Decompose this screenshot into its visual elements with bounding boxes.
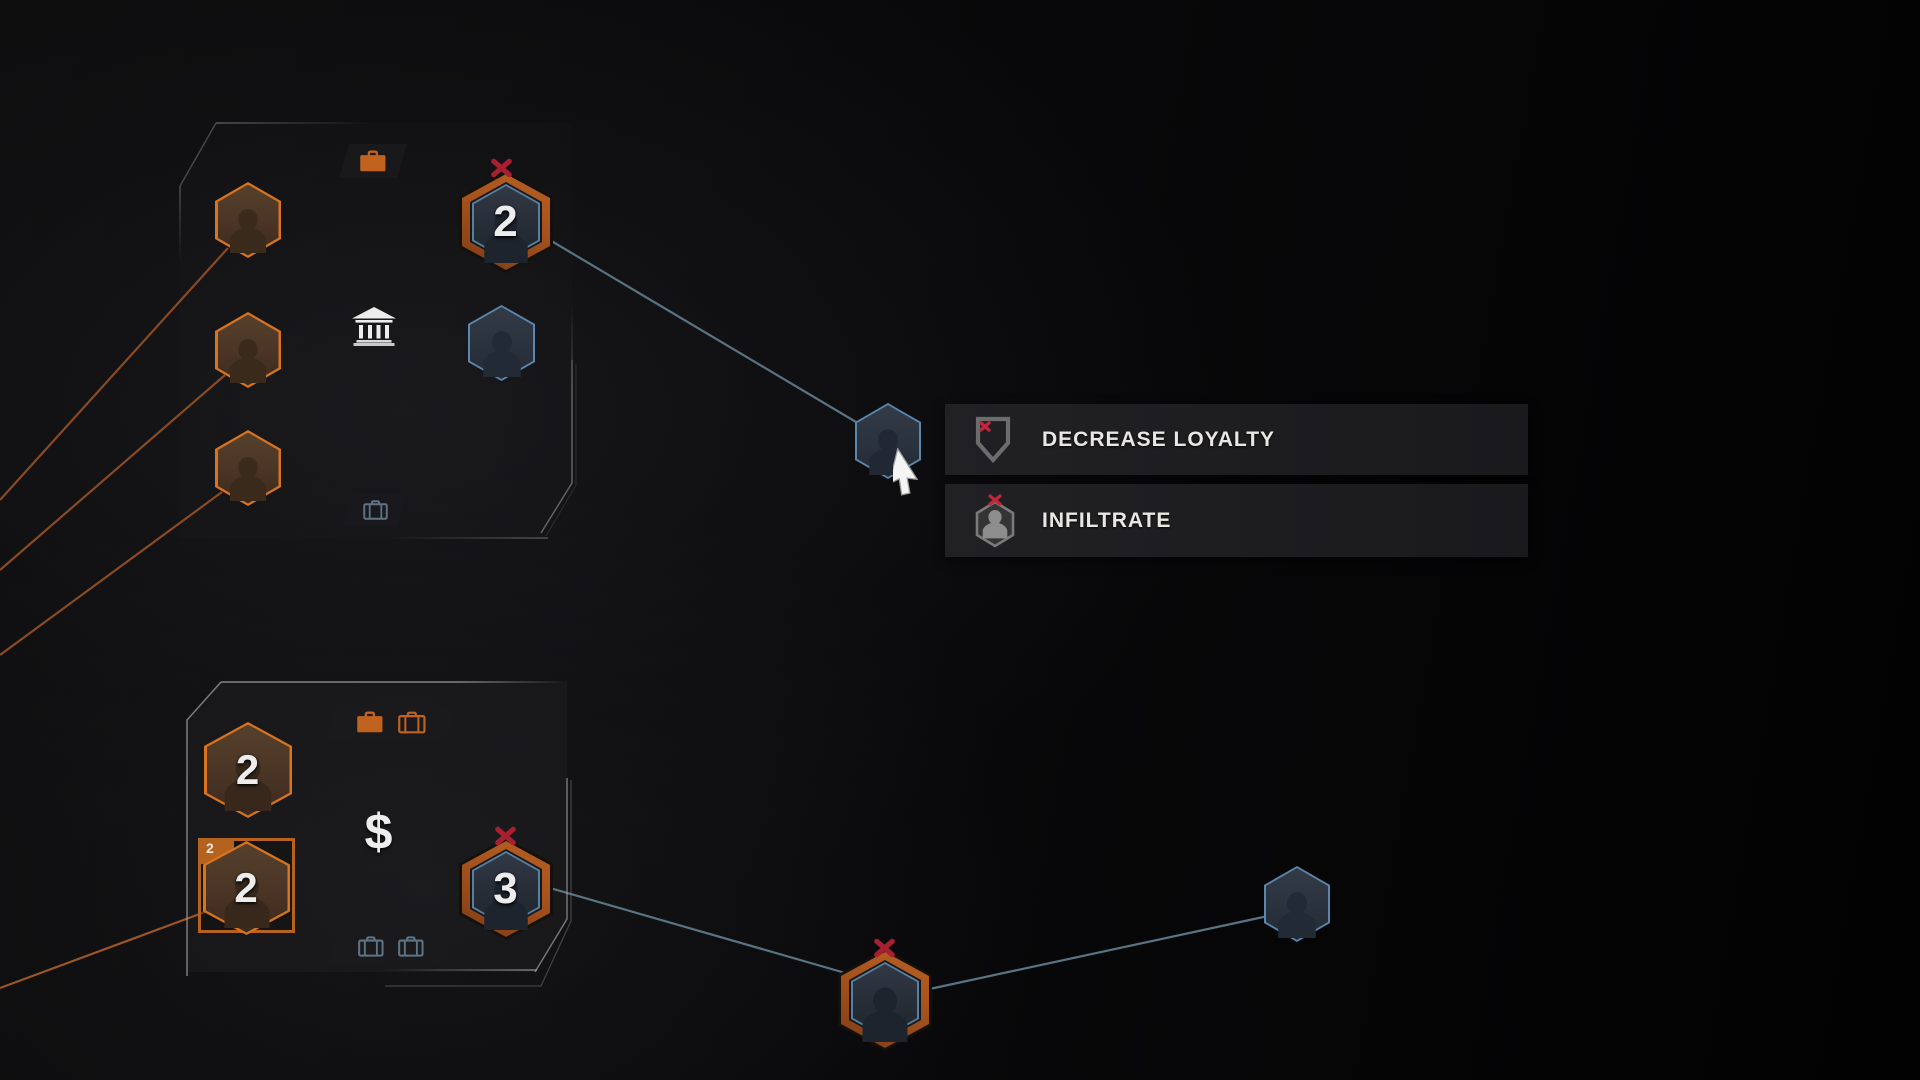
defense-value: 3 — [493, 864, 519, 913]
person-silhouette-icon — [224, 873, 269, 928]
cell-value: 2 — [235, 746, 261, 793]
shield-x-icon — [975, 416, 1011, 463]
item-slot-row-bottom[interactable] — [327, 930, 455, 962]
person-silhouette-icon — [862, 987, 908, 1042]
person-silhouette-icon — [482, 330, 521, 377]
person-silhouette-icon — [484, 210, 528, 263]
flag-x-icon — [874, 938, 895, 958]
person-silhouette-icon — [1278, 891, 1316, 938]
contact-node-right[interactable] — [1264, 866, 1330, 942]
item-slot-briefcase[interactable] — [339, 144, 407, 178]
person-silhouette-icon — [230, 209, 266, 253]
briefcase-outline-icon — [362, 500, 388, 520]
agent-hex-x-icon — [975, 493, 1015, 548]
briefcase-icon — [360, 150, 386, 171]
flag-x-icon — [495, 826, 516, 846]
defense-node-top[interactable]: 2 — [459, 171, 553, 273]
top-group-outline — [179, 122, 577, 539]
briefcase-outline-icon — [398, 935, 424, 957]
bank-icon[interactable] — [351, 306, 397, 346]
cell-value: 2 — [234, 864, 259, 911]
briefcase-outline-icon — [398, 711, 426, 733]
menu-item-decrease-loyalty[interactable]: DECREASE LOYALTY — [945, 404, 1528, 475]
menu-item-label: DECREASE LOYALTY — [1042, 427, 1276, 451]
flag-x-icon — [491, 158, 512, 178]
person-silhouette-icon — [230, 457, 266, 501]
contact-node-flagged[interactable] — [838, 949, 932, 1051]
menu-item-infiltrate[interactable]: INFILTRATE — [945, 484, 1528, 557]
person-silhouette-icon — [230, 339, 266, 383]
contact-node-top[interactable] — [468, 305, 535, 381]
money-icon: $ — [364, 804, 394, 860]
menu-item-label: INFILTRATE — [1042, 508, 1172, 532]
person-silhouette-icon — [224, 754, 272, 811]
cell-node-selected[interactable]: 2 — [203, 841, 290, 935]
agent-node-1[interactable] — [215, 182, 281, 258]
orange-connection-lines — [0, 247, 229, 990]
agent-node-2[interactable] — [215, 312, 281, 388]
defense-value: 2 — [493, 197, 519, 246]
item-slot-row-top[interactable] — [325, 706, 457, 738]
cell-node-top[interactable]: 2 — [204, 722, 292, 818]
contact-node-hovered[interactable] — [855, 403, 921, 479]
mouse-cursor — [893, 448, 919, 496]
agent-node-3[interactable] — [215, 430, 281, 506]
blue-connection-lines — [542, 235, 1269, 992]
bottom-group-outline — [186, 681, 572, 987]
briefcase-outline-icon — [358, 935, 384, 957]
context-menu: DECREASE LOYALTY INFILTRATE — [945, 404, 1528, 566]
item-slot-briefcase-empty[interactable] — [343, 494, 407, 526]
defense-node-bottom[interactable]: 3 — [459, 838, 553, 940]
briefcase-icon — [357, 711, 383, 732]
person-silhouette-icon — [484, 877, 528, 930]
